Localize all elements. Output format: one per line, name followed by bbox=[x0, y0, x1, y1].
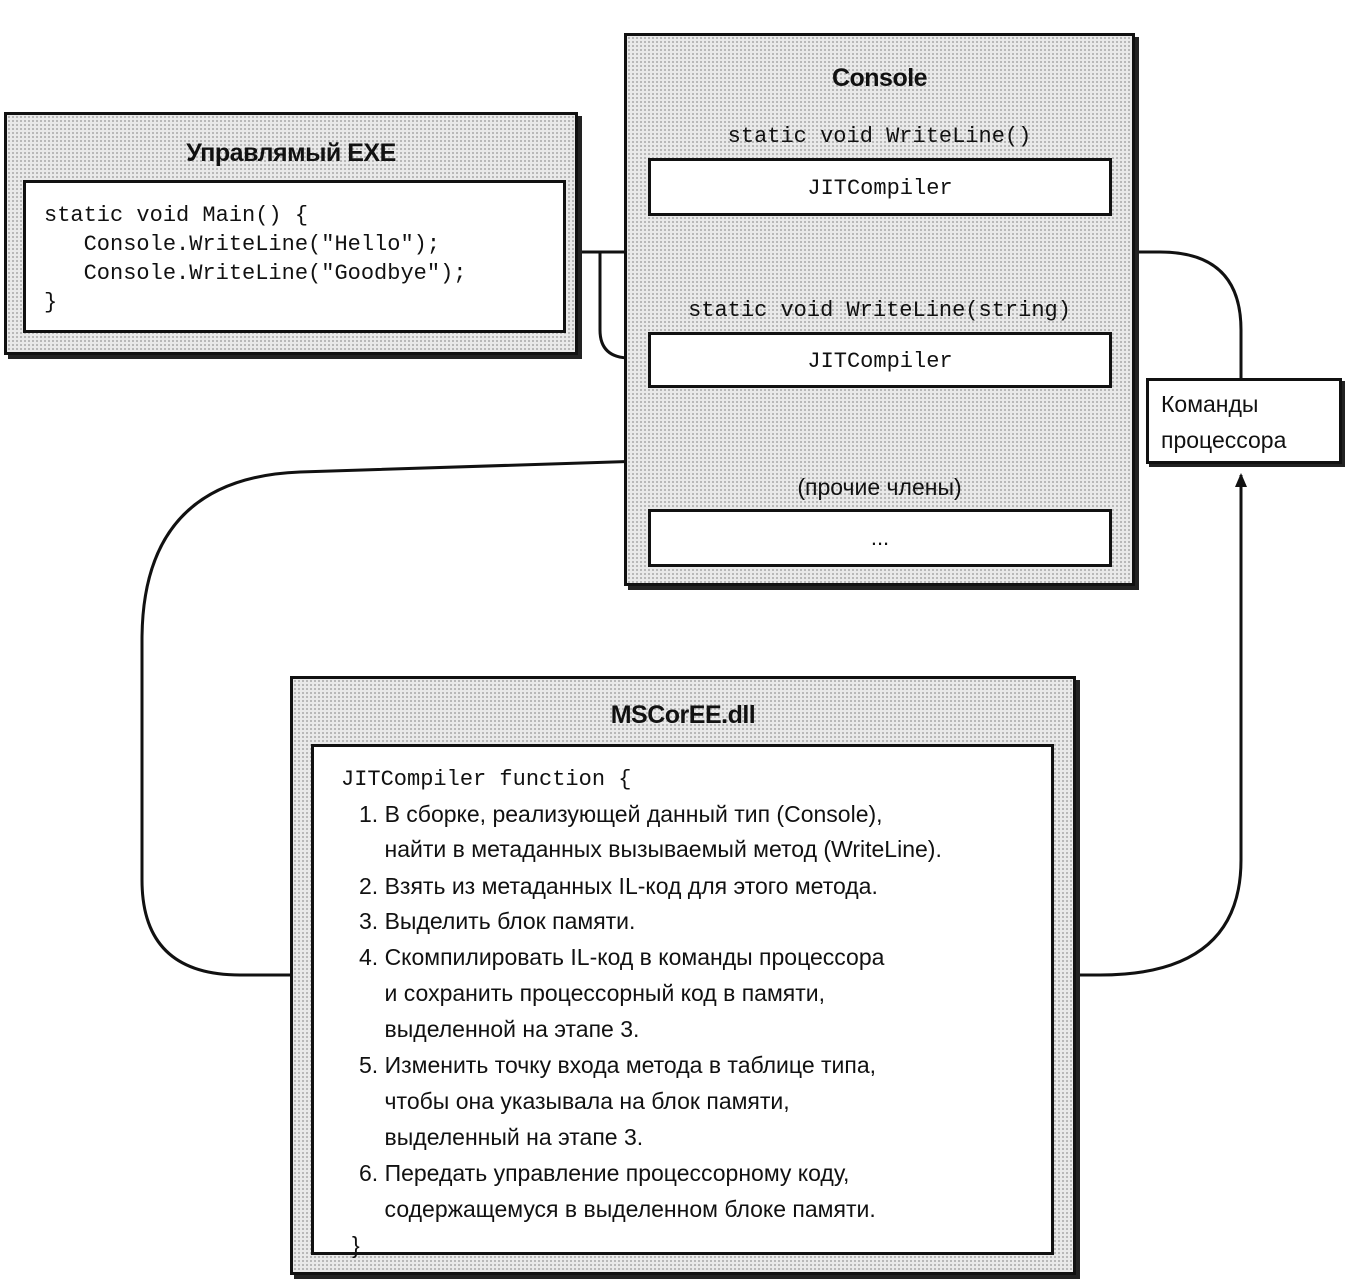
step-line: чтобы она указывала на блок памяти, bbox=[359, 1088, 790, 1114]
mscoree-title: MSCorEE.dll bbox=[610, 701, 756, 729]
other-members-stub: ... bbox=[870, 525, 890, 550]
jit-stub-label: JITCompiler bbox=[807, 349, 953, 374]
console-title: Console bbox=[831, 64, 928, 92]
jit-stub-box: JITCompiler bbox=[648, 332, 1112, 388]
step-line: и сохранить процессорный код в памяти, bbox=[359, 980, 825, 1006]
managed-exe-frame: Управлямый EXE static void Main() { Cons… bbox=[4, 112, 578, 355]
cpu-instructions-line2: процессора bbox=[1161, 427, 1287, 453]
console-frame: Console static void WriteLine() JITCompi… bbox=[624, 33, 1135, 586]
step-line: 4. Скомпилировать IL-код в команды проце… bbox=[359, 944, 885, 970]
step-line: выделенный на этапе 3. bbox=[359, 1124, 644, 1150]
other-members-box: ... bbox=[648, 509, 1112, 567]
method-signature: static void WriteLine() bbox=[727, 124, 1032, 149]
step-line: содержащемуся в выделенном блоке памяти. bbox=[359, 1196, 876, 1222]
code-line: } bbox=[44, 290, 58, 315]
step-line: выделенной на этапе 3. bbox=[359, 1016, 640, 1042]
return-to-exe-arrow bbox=[564, 246, 1243, 380]
code-line: Console.WriteLine("Hello"); bbox=[44, 232, 441, 257]
jit-function-header: JITCompiler function { bbox=[341, 767, 632, 792]
method-signature: static void WriteLine(string) bbox=[688, 298, 1071, 323]
step-line: 3. Выделить блок памяти. bbox=[359, 908, 636, 934]
jit-function-footer: } bbox=[352, 1232, 360, 1258]
jit-function-box: JITCompiler function { 1. В сборке, реал… bbox=[311, 744, 1054, 1258]
cpu-instructions-line1: Команды bbox=[1161, 391, 1259, 417]
exe-code-box: static void Main() { Console.WriteLine("… bbox=[23, 180, 566, 333]
code-line: static void Main() { bbox=[44, 203, 309, 228]
step-line: 5. Изменить точку входа метода в таблице… bbox=[359, 1052, 877, 1078]
step-line: 6. Передать управление процессорному код… bbox=[359, 1160, 850, 1186]
step-line: 2. Взять из метаданных IL-код для этого … bbox=[359, 873, 878, 899]
jit-stub-label: JITCompiler bbox=[807, 176, 953, 201]
jit-stub-box: JITCompiler bbox=[648, 158, 1112, 216]
step-line: 1. В сборке, реализующей данный тип (Con… bbox=[359, 801, 883, 827]
cpu-instructions-box: Команды процессора bbox=[1146, 378, 1342, 464]
step-line: найти в метаданных вызываемый метод (Wri… bbox=[359, 836, 942, 862]
managed-exe-title: Управлямый EXE bbox=[186, 139, 396, 167]
mscoree-to-cpu-arrow bbox=[1050, 473, 1247, 977]
other-members-label: (прочие члены) bbox=[797, 474, 962, 500]
mscoree-frame: MSCorEE.dll JITCompiler function { 1. В … bbox=[290, 676, 1076, 1275]
code-line: Console.WriteLine("Goodbye"); bbox=[44, 261, 467, 286]
